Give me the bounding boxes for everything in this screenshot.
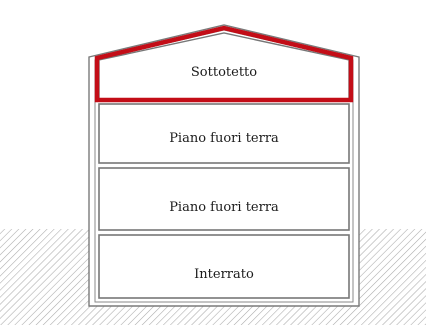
floor-piano-fuori-terra-lower	[98, 167, 350, 231]
floor-label-piano-fuori-terra-upper: Piano fuori terra	[169, 131, 279, 146]
floor-label-interrato: Interrato	[194, 267, 254, 282]
attic-highlight-outline	[94, 25, 354, 103]
floor-label-piano-fuori-terra-lower: Piano fuori terra	[169, 200, 279, 215]
floor-interrato	[98, 234, 350, 299]
floor-piano-fuori-terra-upper	[98, 103, 350, 164]
floor-label-sottotetto: Sottotetto	[191, 65, 257, 80]
